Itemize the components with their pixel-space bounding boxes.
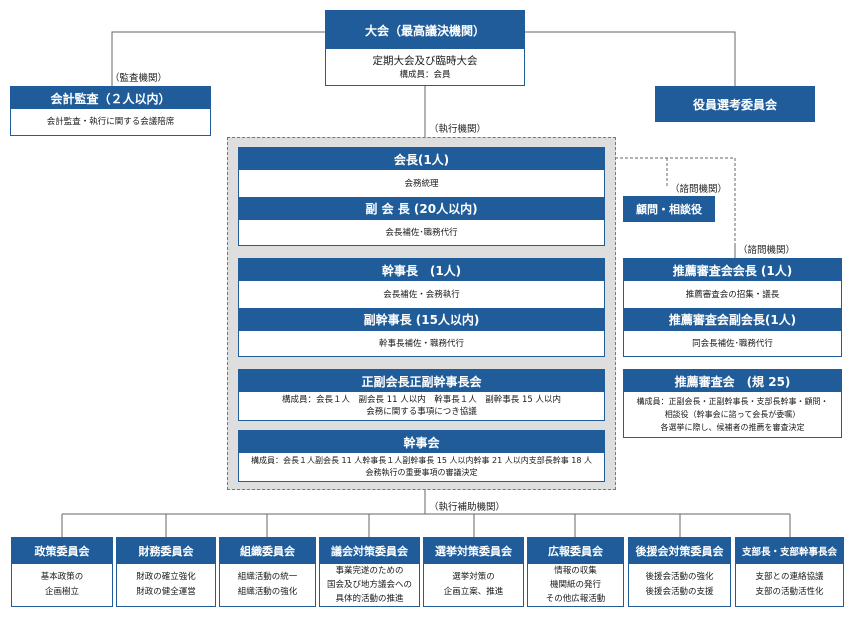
vice-secretary-title: 副幹事長 (15人以内) bbox=[239, 308, 604, 331]
exec-label: （執行機関） bbox=[429, 124, 487, 135]
committee-line: 財政の健全運営 bbox=[136, 587, 196, 597]
committee-title: 財務委員会 bbox=[117, 538, 215, 564]
committee-line: 企画立案、推進 bbox=[443, 587, 504, 597]
general-assembly: 大会（最高議決機関） 定期大会及び臨時大会 構成員：会員 bbox=[325, 10, 525, 86]
committee-line: 事業完遂のための bbox=[335, 566, 404, 576]
rec-vice-title: 推薦審査会副会長(1人) bbox=[624, 308, 841, 331]
committee-line: 組織活動の強化 bbox=[237, 587, 298, 597]
committee-policy: 政策委員会 基本政策の 企画樹立 bbox=[11, 537, 113, 607]
committee-title: 支部長・支部幹事長会 bbox=[736, 538, 843, 564]
committee-title: 選挙対策委員会 bbox=[424, 538, 523, 564]
line-president-advisory bbox=[605, 157, 736, 245]
advisory-label-1: （諮問機関） bbox=[670, 184, 728, 195]
committee-line: 基本政策の bbox=[40, 572, 84, 582]
general-assembly-members: 構成員：会員 bbox=[399, 70, 451, 80]
leaders-meeting-box: 正副会長正副幹事長会 構成員：会長１人 副会長 11 人以内 幹事長１人 副幹事… bbox=[238, 369, 605, 421]
rec-chair-box: 推薦審査会会長 (1人) 推薦審査会の招集・議長 推薦審査会副会長(1人) 同会… bbox=[623, 258, 842, 357]
committee-line: 組織活動の統一 bbox=[237, 572, 298, 582]
audit-label: （監査機関） bbox=[110, 73, 168, 84]
audit-box: 会計監査（２人以内） 会計監査・執行に関する会議陪席 bbox=[10, 86, 211, 136]
secretary-desc: 会長補佐・会務執行 bbox=[383, 289, 460, 300]
vice-president-title: 副 会 長 (20人以内) bbox=[239, 197, 604, 220]
vice-president-desc: 会長補佐･職務代行 bbox=[385, 227, 458, 238]
rec-council-line1: 構成員：正副会長・正副幹事長・支部長幹事・顧問・ bbox=[636, 397, 829, 406]
committee-title: 政策委員会 bbox=[12, 538, 112, 564]
committee-title: 組織委員会 bbox=[220, 538, 315, 564]
committee-line: 後援会活動の支援 bbox=[645, 587, 714, 597]
audit-title: 会計監査（２人以内） bbox=[11, 87, 210, 109]
board-line1: 構成員：会長１人副会長 11 人幹事長１人副幹事長 15 人以内幹事 21 人以… bbox=[250, 456, 593, 465]
general-assembly-title: 大会（最高議決機関） bbox=[326, 11, 524, 49]
committee-line: 国会及び地方議会への bbox=[326, 580, 412, 590]
leaders-meeting-title: 正副会長正副幹事長会 bbox=[239, 370, 604, 392]
rec-council-box: 推薦審査会 (規 25) 構成員：正副会長・正副幹事長・支部長幹事・顧問・ 相談… bbox=[623, 369, 842, 438]
committee-supporters: 後援会対策委員会 後援会活動の強化 後援会活動の支援 bbox=[628, 537, 731, 607]
secretary-box: 幹事長 (1人) 会長補佐・会務執行 副幹事長 (15人以内) 幹事長補佐・職務… bbox=[238, 258, 605, 357]
secretary-title: 幹事長 (1人) bbox=[239, 259, 604, 281]
committee-line: 後援会活動の強化 bbox=[645, 572, 714, 582]
committee-line: その他広報活動 bbox=[545, 594, 606, 604]
committee-title: 後援会対策委員会 bbox=[629, 538, 730, 564]
committee-title: 議会対策委員会 bbox=[320, 538, 419, 564]
advisor-box: 顧問・相談役 bbox=[623, 196, 715, 222]
board-title: 幹事会 bbox=[239, 431, 604, 453]
rec-chair-title: 推薦審査会会長 (1人) bbox=[624, 259, 841, 281]
committee-title: 広報委員会 bbox=[528, 538, 623, 564]
committee-parliament: 議会対策委員会 事業完遂のための 国会及び地方議会への 具体的活動の推進 bbox=[319, 537, 420, 607]
committee-line: 情報の収集 bbox=[554, 566, 597, 576]
support-label: （執行補助機関） bbox=[429, 502, 506, 513]
committee-organization: 組織委員会 組織活動の統一 組織活動の強化 bbox=[219, 537, 316, 607]
committee-line: 企画樹立 bbox=[44, 587, 79, 597]
rec-chair-desc: 推薦審査会の招集・議長 bbox=[685, 289, 780, 300]
committee-election: 選挙対策委員会 選挙対策の 企画立案、推進 bbox=[423, 537, 524, 607]
election-committee-title: 役員選考委員会 bbox=[656, 87, 814, 121]
committee-public-relations: 広報委員会 情報の収集 機関紙の発行 その他広報活動 bbox=[527, 537, 624, 607]
board-box: 幹事会 構成員：会長１人副会長 11 人幹事長１人副幹事長 15 人以内幹事 2… bbox=[238, 430, 605, 482]
committee-line: 支部の活動活性化 bbox=[755, 587, 824, 597]
committee-line: 選挙対策の bbox=[452, 572, 495, 582]
rec-council-line2: 相談役（幹事会に諮って会長が委嘱） bbox=[664, 410, 801, 419]
committee-branch: 支部長・支部幹事長会 支部との連絡協議 支部の活動活性化 bbox=[735, 537, 844, 607]
line-top-audit bbox=[111, 31, 325, 86]
president-desc: 会務統理 bbox=[404, 178, 439, 189]
general-assembly-subtitle: 定期大会及び臨時大会 bbox=[372, 55, 478, 67]
rec-council-line3: 各選挙に際し、候補者の推薦を審査決定 bbox=[660, 423, 805, 432]
line-top-election bbox=[525, 31, 736, 86]
election-committee: 役員選考委員会 bbox=[655, 86, 815, 122]
vice-secretary-desc: 幹事長補佐・職務代行 bbox=[378, 338, 464, 349]
president-box: 会長(1人) 会務統理 副 会 長 (20人以内) 会長補佐･職務代行 bbox=[238, 147, 605, 246]
committee-finance: 財務委員会 財政の確立強化 財政の健全運営 bbox=[116, 537, 216, 607]
advisory-label-2: （諮問機関） bbox=[738, 245, 796, 256]
rec-council-title: 推薦審査会 (規 25) bbox=[624, 370, 841, 392]
leaders-meeting-line2: 会務に関する事項につき協議 bbox=[366, 407, 477, 417]
committee-line: 支部との連絡協議 bbox=[755, 572, 824, 582]
advisor-title: 顧問・相談役 bbox=[624, 197, 714, 221]
board-line2: 会務執行の重要事項の審議決定 bbox=[365, 468, 478, 477]
committee-line: 機関紙の発行 bbox=[549, 580, 601, 590]
audit-desc: 会計監査・執行に関する会議陪席 bbox=[46, 117, 175, 127]
leaders-meeting-line1: 構成員：会長１人 副会長 11 人以内 幹事長１人 副幹事長 15 人以内 bbox=[282, 395, 561, 405]
rec-vice-desc: 同会長補佐･職務代行 bbox=[692, 338, 773, 349]
president-title: 会長(1人) bbox=[239, 148, 604, 170]
committee-line: 財政の確立強化 bbox=[136, 572, 196, 582]
committee-line: 具体的活動の推進 bbox=[335, 594, 404, 604]
